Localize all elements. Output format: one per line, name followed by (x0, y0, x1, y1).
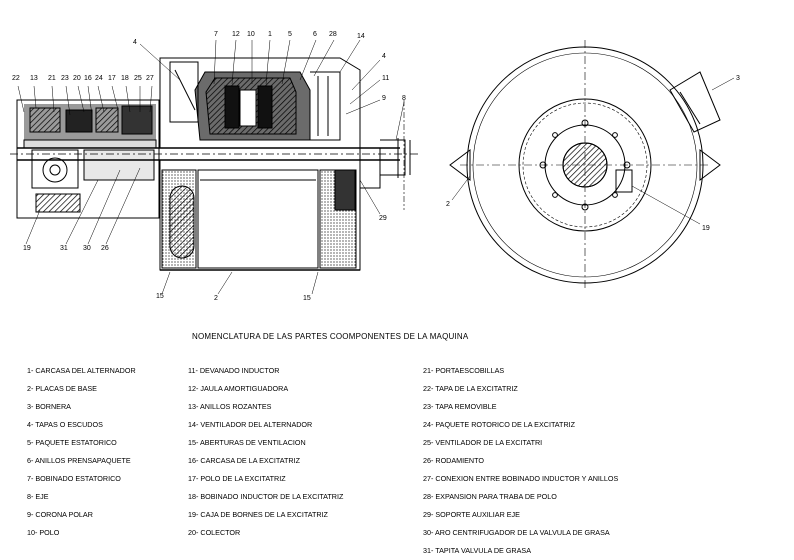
callout-28: 28 (329, 31, 337, 38)
callout-24: 24 (95, 75, 103, 82)
legend-item: 7- BOBINADO ESTATORICO (27, 474, 121, 483)
legend-item: 10- POLO (27, 528, 60, 537)
legend-item: 23- TAPA REMOVIBLE (423, 402, 497, 411)
legend-item: 26- RODAMIENTO (423, 456, 484, 465)
callout-22: 22 (12, 75, 20, 82)
callout-7: 7 (214, 31, 218, 38)
callout-15-left: 15 (156, 293, 164, 300)
side-section-view (10, 39, 420, 295)
legend-item: 13- ANILLOS ROZANTES (188, 402, 272, 411)
legend-item: 19- CAJA DE BORNES DE LA EXCITATRIZ (188, 510, 328, 519)
callout-6: 6 (313, 31, 317, 38)
callout-9: 9 (382, 95, 386, 102)
legend-item: 17- POLO DE LA EXCITATRIZ (188, 474, 286, 483)
legend-item: 25- VENTILADOR DE LA EXCITATRI (423, 438, 543, 447)
legend-item: 2- PLACAS DE BASE (27, 384, 97, 393)
callout-19-side: 19 (23, 245, 31, 252)
callout-2-end: 2 (446, 201, 450, 208)
callout-17: 17 (108, 75, 116, 82)
callout-21: 21 (48, 75, 56, 82)
nomenclature-title: NOMENCLATURA DE LAS PARTES COOMPONENTES … (192, 332, 469, 341)
callouts-end: 3 2 19 (446, 75, 740, 232)
legend-item: 31- TAPITA VALVULA DE GRASA (423, 546, 531, 555)
callout-14: 14 (357, 33, 365, 40)
machine-drawing: 22 13 21 23 20 16 24 17 18 25 27 4 7 12 … (10, 31, 740, 302)
callout-4-left: 4 (133, 39, 137, 46)
end-view (449, 40, 735, 290)
callout-15-right: 15 (303, 295, 311, 302)
callout-27: 27 (146, 75, 154, 82)
legend-item: 14- VENTILADOR DEL ALTERNADOR (188, 420, 313, 429)
callout-4-right: 4 (382, 53, 386, 60)
legend-item: 8- EJE (27, 492, 49, 501)
callout-26: 26 (101, 245, 109, 252)
legend-column-3: 21- PORTAESCOBILLAS 22- TAPA DE LA EXCIT… (423, 362, 618, 560)
legend-item: 28- EXPANSION PARA TRABA DE POLO (423, 492, 557, 501)
legend-item: 22- TAPA DE LA EXCITATRIZ (423, 384, 518, 393)
legend-item: 5- PAQUETE ESTATORICO (27, 438, 117, 447)
exciter-housing (16, 99, 160, 219)
legend-item: 1- CARCASA DEL ALTERNADOR (27, 366, 136, 375)
callout-10: 10 (247, 31, 255, 38)
legend-item: 11- DEVANADO INDUCTOR (188, 366, 280, 375)
legend-item: 30- ARO CENTRIFUGADOR DE LA VALVULA DE G… (423, 528, 610, 537)
legend-item: 24- PAQUETE ROTORICO DE LA EXCITATRIZ (423, 420, 576, 429)
callout-8: 8 (402, 95, 406, 102)
callout-13: 13 (30, 75, 38, 82)
legend-item: 27- CONEXION ENTRE BOBINADO INDUCTOR Y A… (423, 474, 619, 483)
legend-item: 29- SOPORTE AUXILIAR EJE (423, 510, 520, 519)
callout-5: 5 (288, 31, 292, 38)
callout-1: 1 (268, 31, 272, 38)
legend-item: 21- PORTAESCOBILLAS (423, 366, 505, 375)
legend-item: 20- COLECTOR (188, 528, 241, 537)
callout-29: 29 (379, 215, 387, 222)
callouts-side: 22 13 21 23 20 16 24 17 18 25 27 4 7 12 … (12, 31, 406, 302)
callout-20: 20 (73, 75, 81, 82)
callout-19-end: 19 (702, 225, 710, 232)
callout-18: 18 (121, 75, 129, 82)
legend-item: 16- CARCASA DE LA EXCITATRIZ (188, 456, 300, 465)
callout-16: 16 (84, 75, 92, 82)
callout-31: 31 (60, 245, 68, 252)
legend-column-1: 1- CARCASA DEL ALTERNADOR 2- PLACAS DE B… (27, 362, 136, 542)
legend-item: 12- JAULA AMORTIGUADORA (188, 384, 289, 393)
callout-11: 11 (382, 75, 389, 82)
legend-item: 18- BOBINADO INDUCTOR DE LA EXCITATRIZ (188, 492, 344, 501)
callout-23: 23 (61, 75, 69, 82)
callout-30: 30 (83, 245, 91, 252)
legend-column-2: 11- DEVANADO INDUCTOR 12- JAULA AMORTIGU… (188, 362, 343, 542)
callout-12: 12 (232, 31, 240, 38)
callout-3: 3 (736, 75, 740, 82)
legend-item: 4- TAPAS O ESCUDOS (27, 420, 103, 429)
legend-item: 6- ANILLOS PRENSAPAQUETE (27, 456, 131, 465)
legend-item: 9- CORONA POLAR (27, 510, 93, 519)
legend-item: 15- ABERTURAS DE VENTILACION (188, 438, 306, 447)
callout-2-side: 2 (214, 295, 218, 302)
legend-item: 3- BORNERA (27, 402, 71, 411)
callout-25: 25 (134, 75, 142, 82)
